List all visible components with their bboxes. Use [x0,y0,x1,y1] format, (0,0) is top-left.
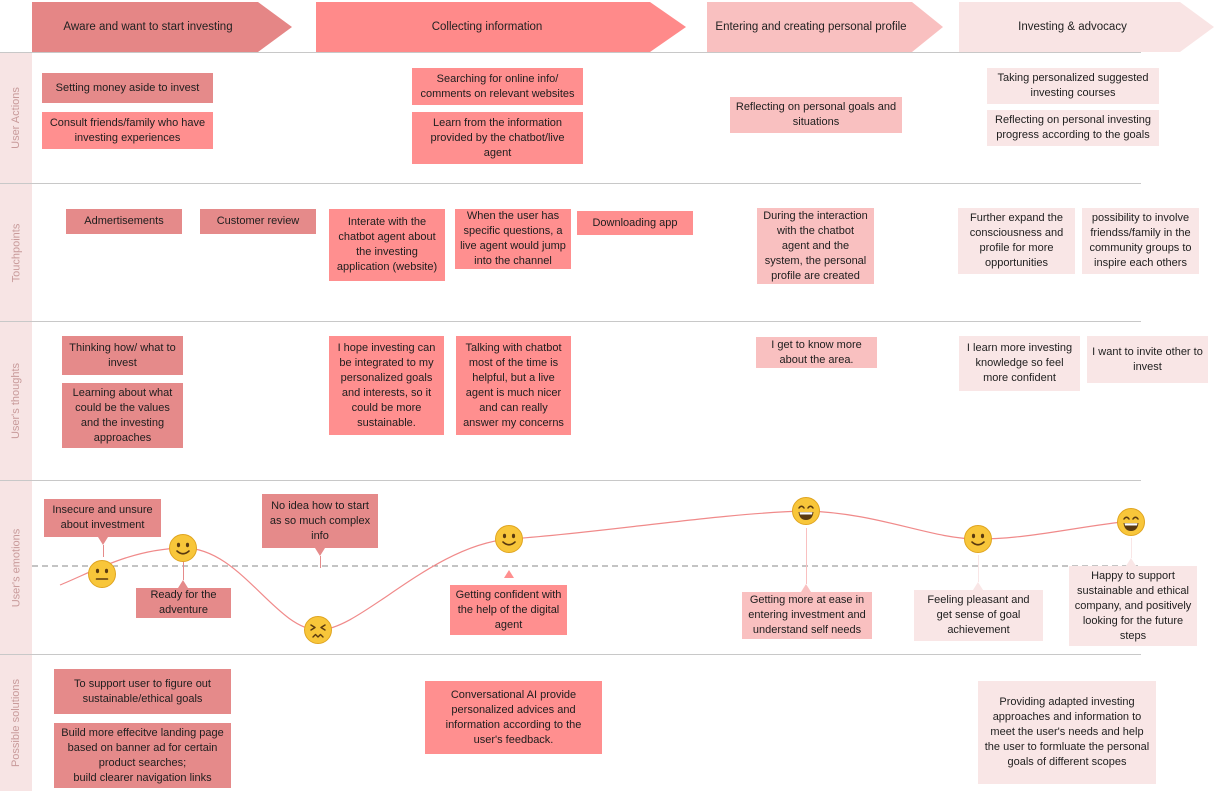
touchpoint-expand: Further expand the consciousness and pro… [958,208,1075,274]
smiling-face-icon [495,525,523,553]
callout-pointer [178,580,188,588]
neutral-face-icon [88,560,116,588]
thought-values: Learning about what could be the values … [62,383,183,448]
thought-how-what: Thinking how/ what to invest [62,336,183,375]
action-search: Searching for online info/ comments on r… [412,68,583,105]
thought-integrated: I hope investing can be integrated to my… [329,336,444,435]
solution-conversational: Conversational AI provide personalized a… [425,681,602,754]
action-save-money: Setting money aside to invest [42,73,213,103]
row-label-touchpoints: Touchpoints [10,223,22,282]
thought-chatbot-helpful: Talking with chatbot most of the time is… [456,336,571,435]
action-reflect-goals: Reflecting on personal goals and situati… [730,97,902,133]
row-divider [0,183,1141,184]
callout-stem [183,562,184,580]
row-divider [0,52,1141,53]
callout-stem [103,545,104,557]
solution-landing: Build more effecitve landing page based … [54,723,231,788]
smiling-face-icon [964,525,992,553]
touchpoint-ads: Admertisements [66,209,182,234]
stage-arrow-profile [707,2,943,52]
callout-pointer [801,584,811,592]
thought-confident: I learn more investing knowledge so feel… [959,336,1080,391]
persevering-face-icon [304,616,332,644]
action-learn: Learn from the information provided by t… [412,112,583,164]
callout-stem [806,528,807,584]
stage-arrow-collecting [316,2,686,52]
row-divider [0,321,1141,322]
touchpoint-review: Customer review [200,209,316,234]
grinning-face-icon [792,497,820,525]
callout-pointer [315,548,325,556]
touchpoint-download: Downloading app [577,211,693,235]
stage-profile: Entering and creating personal profile [715,21,907,33]
callout-stem [978,555,979,582]
touchpoint-involve: possibility to involve friendss/family i… [1082,208,1199,274]
touchpoint-profile: During the interaction with the chatbot … [757,208,874,284]
stage-arrow-aware [32,2,292,52]
callout-pointer [98,537,108,545]
row-label-solutions: Possible solutions [10,678,22,768]
emotion-ready: Ready for the adventure [136,588,231,618]
row-divider [0,654,1141,655]
stage-aware: Aware and want to start investing [63,21,233,33]
solution-figure-out: To support user to figure out sustainabl… [54,669,231,714]
row-label-thoughts: User's thoughts [10,362,22,440]
action-take-courses: Taking personalized suggested investing … [987,68,1159,104]
callout-stem [320,556,321,568]
solution-adapted: Providing adapted investing approaches a… [978,681,1156,784]
emotion-getting-confident: Getting confident with the help of the d… [450,585,567,635]
emotion-insecure: Insecure and unsure about investment [44,499,161,537]
action-consult: Consult friends/family who have investin… [42,112,213,149]
callout-stem [1131,538,1132,558]
callout-pointer [1126,558,1136,566]
stage-arrow-investing [959,2,1214,52]
emotion-no-idea: No idea how to start as so much complex … [262,494,378,548]
stage-investing: Investing & advocacy [1018,21,1127,33]
row-label-band [0,52,32,791]
action-reflect-progress: Reflecting on personal investing progres… [987,110,1159,146]
row-divider [0,480,1141,481]
emotion-happy: Happy to support sustainable and ethical… [1069,566,1197,646]
thought-know-more: I get to know more about the area. [756,337,877,368]
emotion-pleasant: Feeling pleasant and get sense of goal a… [914,590,1043,641]
smiling-face-icon [169,534,197,562]
touchpoint-live-agent: When the user has specific questions, a … [455,209,571,269]
row-label-user-actions: User Actions [10,86,22,149]
emotion-at-ease: Getting more at ease in entering investm… [742,592,872,639]
callout-pointer [504,570,514,578]
thought-invite: I want to invite other to invest [1087,336,1208,383]
callout-pointer [973,582,983,590]
stage-collecting: Collecting information [431,21,543,33]
grinning-face-icon [1117,508,1145,536]
touchpoint-chatbot: Interate with the chatbot agent about th… [329,209,445,281]
